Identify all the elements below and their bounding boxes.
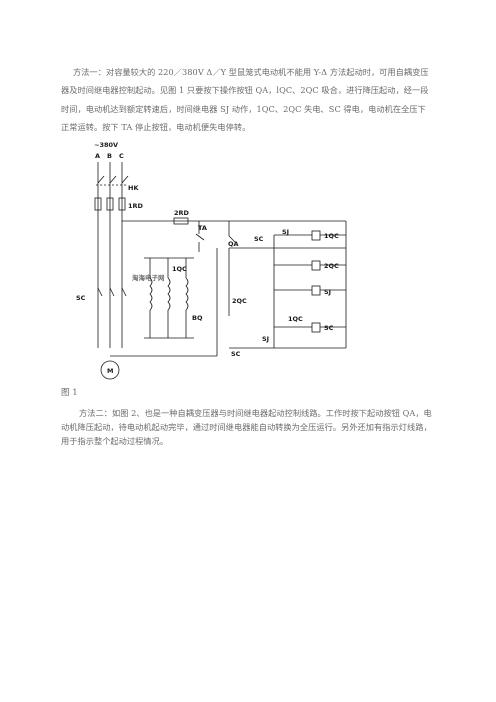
rd1-label: 1RD bbox=[128, 202, 144, 210]
sc-contact-label: SC bbox=[254, 235, 264, 243]
phase-b-label: B bbox=[107, 152, 112, 160]
supply-voltage-label: ~380V bbox=[94, 141, 118, 149]
motor-label: M bbox=[107, 367, 113, 375]
sc-coil-label: SC bbox=[324, 324, 334, 332]
circuit-diagram: ~380V A B C HK 1RD 2RD TA QA SC SJ 1QC 2… bbox=[76, 141, 347, 380]
sc-main-label: SC bbox=[76, 294, 86, 302]
rd2-label: 2RD bbox=[174, 209, 190, 217]
sj-contact-label: SJ bbox=[282, 228, 289, 236]
qc1-coil-label: 1QC bbox=[324, 232, 339, 240]
paragraph-method-1: 方法一：对容量较大的 220／380V Δ／Y 型鼠笼式电动机不能用 Y-Δ 方… bbox=[61, 67, 429, 132]
bq-label: BQ bbox=[192, 314, 203, 322]
qc2-contact-label: 2QC bbox=[232, 297, 247, 305]
qc2-coil-label: 2QC bbox=[324, 262, 339, 270]
phase-a-label: A bbox=[95, 152, 100, 160]
sc-aux-label: SC bbox=[231, 350, 241, 358]
qa-label: QA bbox=[228, 240, 239, 248]
phase-c-label: C bbox=[119, 152, 124, 160]
paragraph-method-2: 方法二：如图 2、也是一种自耦变压器与时间继电器起动控制线路。工作时按下起动按钮… bbox=[61, 408, 432, 446]
ta-label: TA bbox=[198, 224, 207, 232]
qc1-contact-label: 1QC bbox=[172, 265, 187, 273]
hk-label: HK bbox=[128, 184, 139, 192]
sj-coil-label: SJ bbox=[324, 288, 331, 296]
figure-caption: 图 1 bbox=[61, 388, 78, 398]
sj-aux-label: SJ bbox=[262, 335, 269, 343]
watermark-text: 淘海电子网 bbox=[132, 273, 165, 282]
qc1-aux-label: 1QC bbox=[288, 315, 303, 323]
